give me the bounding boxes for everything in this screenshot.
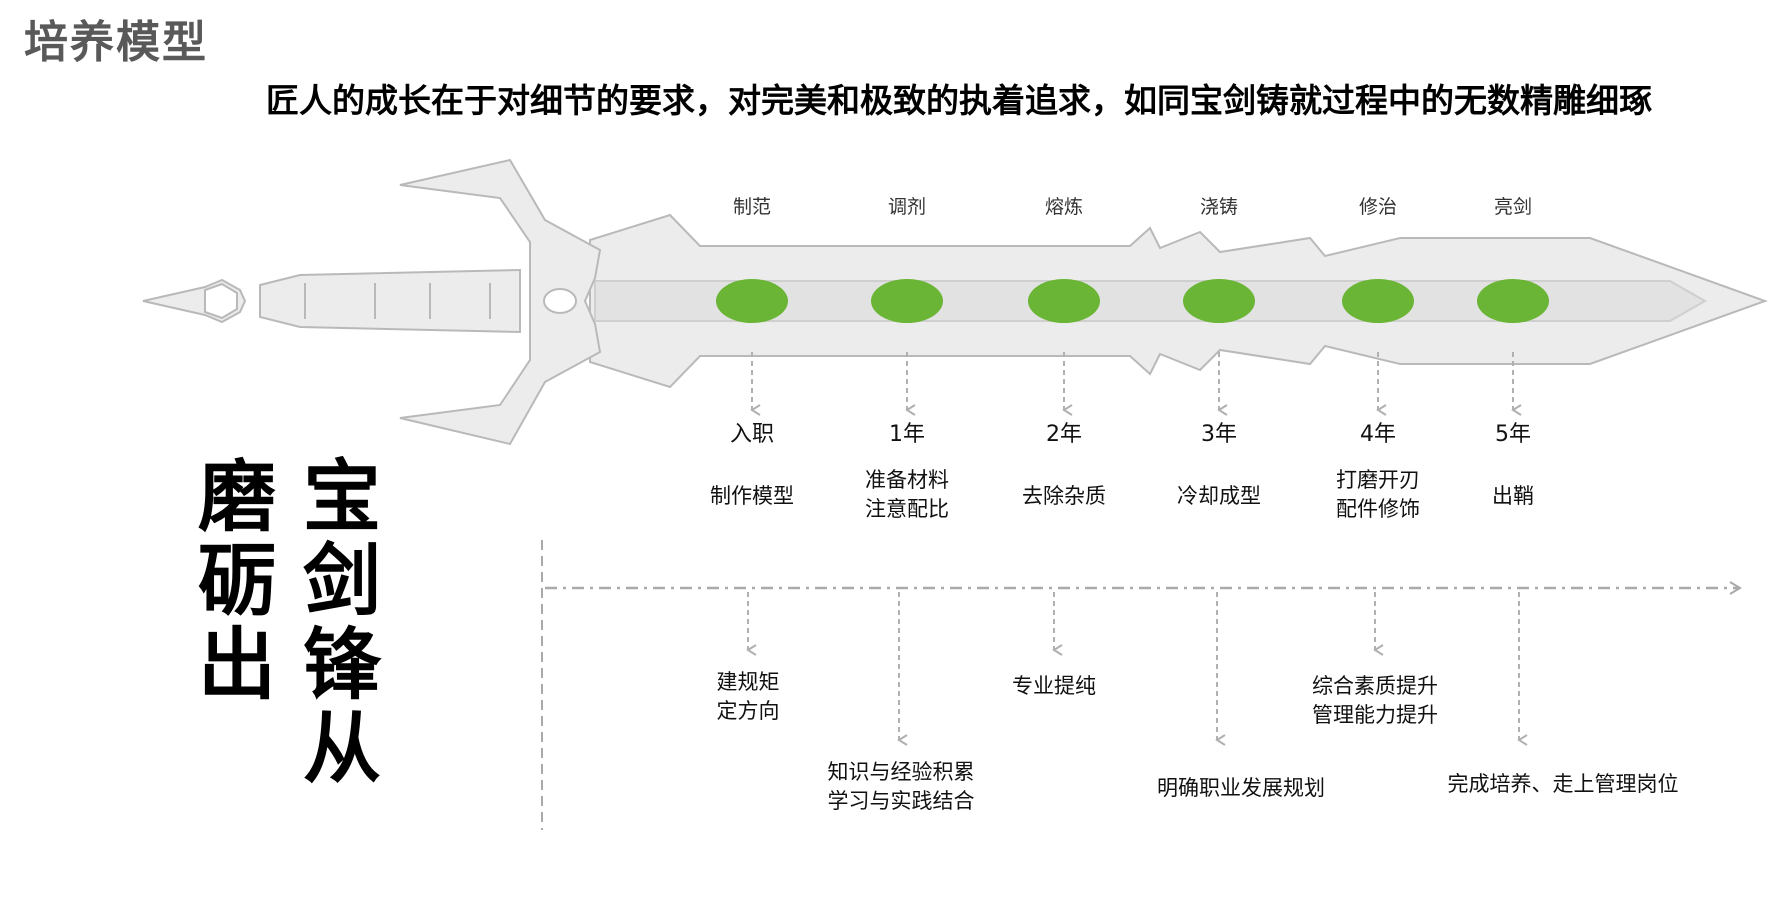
stage-description-line: 制作模型 (710, 484, 794, 508)
growth-description-line: 专业提纯 (1012, 674, 1096, 698)
stage-description: 去除杂质 (1022, 482, 1106, 511)
stage-dot (716, 279, 788, 323)
growth-description: 完成培养、走上管理岗位 (1448, 770, 1679, 799)
stage-year: 3年 (1201, 422, 1237, 447)
stage-description: 冷却成型 (1177, 482, 1261, 511)
stage-dot (871, 279, 943, 323)
stage-name: 制范 (732, 196, 772, 218)
growth-description: 明确职业发展规划 (1157, 774, 1325, 803)
growth-description-line: 知识与经验积累 (827, 760, 975, 784)
growth-description-line: 建规矩 (716, 670, 780, 694)
stage-year: 入职 (729, 422, 775, 447)
stage-year: 2年 (1046, 422, 1082, 447)
subtitle: 匠人的成长在于对细节的要求，对完美和极致的执着追求，如同宝剑铸就过程中的无数精雕… (266, 81, 1652, 120)
growth-description: 知识与经验积累学习与实践结合 (828, 758, 975, 816)
stage-name: 调剂 (887, 196, 927, 218)
stage-name: 修治 (1358, 196, 1398, 218)
stage-description-line: 配件修饰 (1336, 497, 1420, 521)
stage-description-line: 准备材料 (865, 468, 949, 492)
stage-description-line: 打磨开刃 (1336, 468, 1420, 492)
stage-dot (1477, 279, 1549, 323)
page-title: 培养模型 (24, 17, 208, 68)
stage-description: 制作模型 (710, 482, 794, 511)
stage-name: 熔炼 (1044, 196, 1084, 218)
stage-dot (1342, 279, 1414, 323)
stage-name: 浇铸 (1199, 196, 1239, 218)
growth-description-line: 完成培养、走上管理岗位 (1447, 772, 1679, 796)
growth-description: 综合素质提升管理能力提升 (1312, 672, 1438, 730)
growth-description: 专业提纯 (1012, 672, 1096, 701)
stage-description-line: 注意配比 (865, 497, 949, 521)
stage-description-line: 出鞘 (1492, 484, 1534, 508)
stage-dot (1183, 279, 1255, 323)
stage-year: 5年 (1495, 422, 1531, 447)
calligraphy-left: 磨砺出 (185, 455, 276, 707)
stage-dot (1028, 279, 1100, 323)
growth-description-line: 明确职业发展规划 (1157, 776, 1325, 800)
growth-description-line: 定方向 (716, 699, 780, 723)
stage-year: 4年 (1360, 422, 1396, 447)
stage-description-line: 冷却成型 (1177, 484, 1261, 508)
stage-description: 打磨开刃配件修饰 (1336, 466, 1420, 524)
growth-description-line: 学习与实践结合 (827, 789, 975, 813)
calligraphy-right: 宝剑锋从 (290, 455, 381, 791)
growth-description-line: 综合素质提升 (1312, 674, 1438, 698)
stage-description: 出鞘 (1492, 482, 1534, 511)
growth-description-line: 管理能力提升 (1312, 703, 1438, 727)
sword-shape (142, 158, 1768, 446)
stage-name: 亮剑 (1493, 196, 1533, 218)
growth-description: 建规矩定方向 (717, 668, 780, 726)
stage-description: 准备材料注意配比 (865, 466, 949, 524)
stage-year: 1年 (889, 422, 925, 447)
stage-description-line: 去除杂质 (1022, 484, 1106, 508)
